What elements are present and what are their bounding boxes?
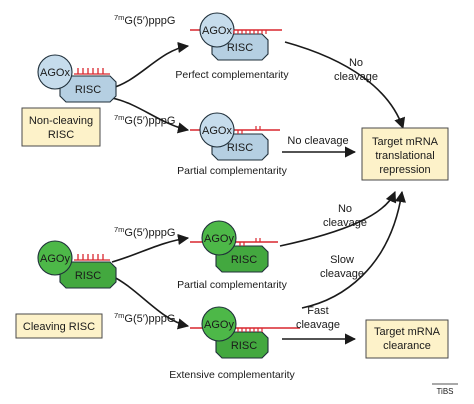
risc-label: RISC [75, 270, 101, 282]
box-line: repression [379, 164, 430, 176]
risc-label: RISC [227, 42, 253, 54]
repression-box: Target mRNA translational repression [361, 127, 449, 181]
arrow-source-x-to-partial [111, 97, 190, 134]
label-perfect-complementarity: Perfect complementarity [175, 69, 289, 81]
guide-rna [74, 68, 110, 75]
box-line: Cleaving RISC [23, 321, 95, 333]
cap-superscript: 7m [114, 225, 124, 234]
cleaving-risc-box: Cleaving RISC [15, 313, 103, 339]
source-label: TiBS [436, 387, 453, 396]
svg-text:7mG(5′)pppG: 7mG(5′)pppG [114, 113, 175, 127]
label-fast-cleavage-line1: Fast [307, 305, 328, 317]
label-no-cleavage-top-line2: cleavage [334, 71, 378, 83]
label-fast-cleavage-line2: cleavage [296, 319, 340, 331]
complex-extensive: RISC AGOy [190, 306, 300, 359]
pairing-ticks [239, 238, 261, 246]
ago-label: AGOx [202, 125, 232, 137]
box-line: RISC [48, 129, 74, 141]
risc-label: RISC [227, 142, 253, 154]
svg-text:7mG(5′)pppG: 7mG(5′)pppG [114, 13, 175, 27]
arrow-perfect-to-repression [284, 41, 406, 130]
cap-superscript: 7m [114, 113, 124, 122]
ago-circle: AGOx [37, 54, 73, 90]
cap-superscript: 7m [114, 13, 124, 22]
guide-rna [74, 254, 110, 261]
arrow-extensive-to-repression [301, 190, 406, 309]
source-complex-y: RISC AGOy [37, 240, 117, 289]
box-line: clearance [383, 340, 431, 352]
arrow-source-y-to-partial [111, 233, 190, 263]
cap-label-partial-x: 7mG(5′)pppG [114, 113, 175, 127]
cap-label-partial-y: 7mG(5′)pppG [114, 225, 175, 239]
ago-label: AGOx [40, 67, 70, 79]
cap-label-perfect: 7mG(5′)pppG [114, 13, 175, 27]
source-complex-x: RISC AGOx [37, 54, 117, 103]
label-slow-cleavage-line2: cleavage [320, 268, 364, 280]
label-no-cleavage-y-line1: No [338, 203, 352, 215]
arrow-source-y-to-extensive [111, 275, 190, 330]
arrows [111, 41, 406, 345]
risc-label: RISC [231, 340, 257, 352]
pairing-ticks [237, 126, 261, 134]
pairing-ticks [233, 30, 267, 34]
cap-text: G(5′)pppG [124, 15, 175, 27]
complex-partial-x: RISC AGOx [190, 112, 280, 161]
label-no-cleavage-y-line2: cleavage [323, 217, 367, 229]
label-no-cleavage-mid: No cleavage [287, 135, 348, 147]
cap-label-extensive: 7mG(5′)pppG [114, 311, 175, 325]
risc-label: RISC [231, 254, 257, 266]
box-line: Target mRNA [374, 326, 441, 338]
ago-label: AGOx [202, 25, 232, 37]
ago-label: AGOy [204, 233, 234, 245]
cap-text: G(5′)pppG [124, 227, 175, 239]
label-no-cleavage-top-line1: No [349, 57, 363, 69]
label-partial-complementarity-y: Partial complementarity [177, 279, 287, 291]
arrow-source-x-to-perfect [111, 41, 190, 89]
label-partial-complementarity-x: Partial complementarity [177, 165, 287, 177]
complex-perfect: RISC AGOx [190, 12, 282, 61]
label-slow-cleavage-line1: Slow [330, 254, 354, 266]
svg-text:7mG(5′)pppG: 7mG(5′)pppG [114, 311, 175, 325]
cap-text: G(5′)pppG [124, 313, 175, 325]
box-line: Non-cleaving [29, 115, 93, 127]
ago-label: AGOy [204, 319, 234, 331]
ago-label: AGOy [40, 253, 70, 265]
complex-partial-y: RISC AGOy [190, 220, 278, 273]
pairing-ticks [237, 328, 263, 332]
box-line: Target mRNA [372, 136, 439, 148]
cap-superscript: 7m [114, 311, 124, 320]
arrow-partial-y-to-repression [279, 190, 397, 247]
risc-label: RISC [75, 84, 101, 96]
non-cleaving-risc-box: Non-cleaving RISC [21, 107, 101, 147]
cap-text: G(5′)pppG [124, 115, 175, 127]
box-line: translational [375, 150, 434, 162]
label-extensive-complementarity: Extensive complementarity [169, 369, 295, 381]
clearance-box: Target mRNA clearance [365, 319, 449, 359]
svg-text:7mG(5′)pppG: 7mG(5′)pppG [114, 225, 175, 239]
